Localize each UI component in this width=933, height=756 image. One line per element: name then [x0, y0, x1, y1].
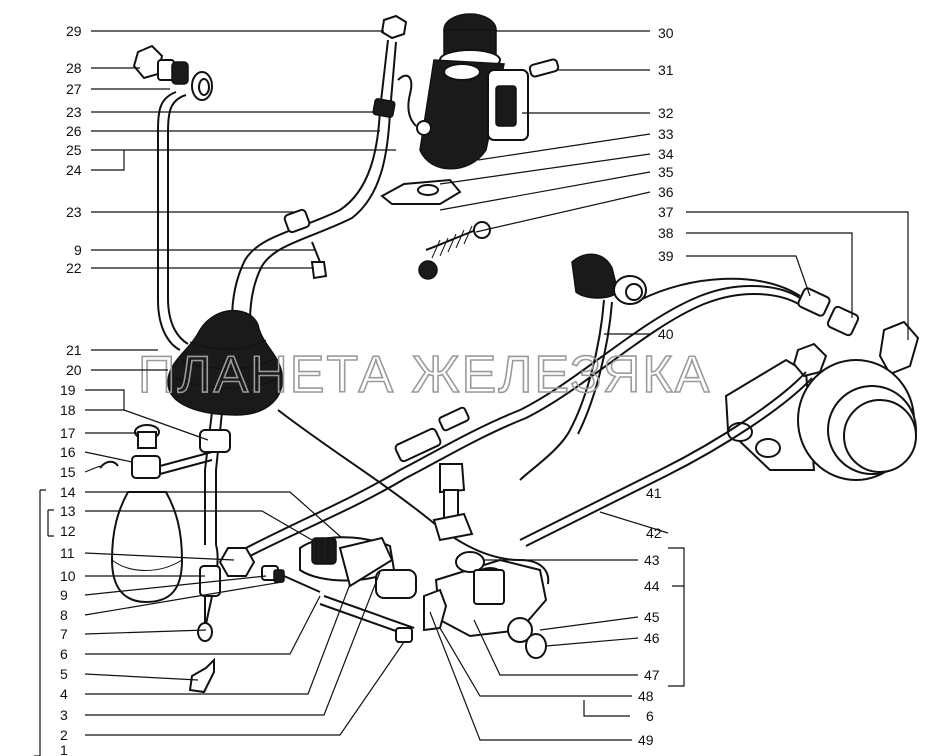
callout-11: 11 — [60, 545, 75, 561]
callout-3: 3 — [60, 707, 68, 723]
callout-26: 26 — [66, 123, 82, 139]
rubber-cap — [571, 253, 647, 305]
callout-24: 24 — [66, 162, 82, 178]
watermark-text: ПЛАНЕТА ЖЕЛЕЗЯКА — [138, 346, 711, 404]
callout-23-mid: 23 — [66, 204, 82, 220]
callout-38: 38 — [658, 225, 674, 241]
callout-16: 16 — [60, 444, 76, 460]
callout-14: 14 — [60, 484, 76, 500]
callout-labels: 29 28 27 23 26 25 24 23 9 22 21 20 19 18… — [60, 23, 674, 756]
callout-28: 28 — [66, 60, 82, 76]
callout-1: 1 — [60, 742, 68, 756]
callout-42: 42 — [646, 525, 662, 541]
callout-2: 2 — [60, 727, 68, 743]
callout-27: 27 — [66, 81, 82, 97]
master-cylinder — [99, 424, 213, 604]
callout-35: 35 — [658, 164, 674, 180]
piston-assembly — [261, 536, 417, 643]
callout-37: 37 — [658, 204, 674, 220]
callout-49: 49 — [638, 732, 654, 748]
leader-lines — [34, 30, 909, 756]
callout-20: 20 — [66, 362, 82, 378]
callout-31: 31 — [658, 62, 674, 78]
callout-9-top: 9 — [74, 242, 82, 258]
callout-29: 29 — [66, 23, 82, 39]
callout-6: 6 — [60, 646, 68, 662]
callout-10: 10 — [60, 568, 76, 584]
callout-19: 19 — [60, 382, 76, 398]
callout-13: 13 — [60, 503, 76, 519]
assembly-drawing — [99, 13, 920, 694]
callout-48: 48 — [638, 688, 654, 704]
callout-41: 41 — [646, 485, 662, 501]
callout-33: 33 — [658, 126, 674, 142]
callout-4: 4 — [60, 686, 68, 702]
callout-12: 12 — [60, 523, 76, 539]
callout-36: 36 — [658, 184, 674, 200]
callout-47: 47 — [644, 667, 660, 683]
callout-43: 43 — [644, 552, 660, 568]
callout-9: 9 — [60, 587, 68, 603]
callout-25: 25 — [66, 142, 82, 158]
callout-45: 45 — [644, 609, 660, 625]
lever-boot — [167, 309, 284, 416]
callout-40: 40 — [658, 326, 674, 342]
nut-29 — [380, 14, 408, 40]
callout-17: 17 — [60, 425, 76, 441]
callout-32: 32 — [658, 105, 674, 121]
callout-34: 34 — [658, 146, 674, 162]
callout-8: 8 — [60, 607, 68, 623]
callout-39: 39 — [658, 248, 674, 264]
brake-chamber — [519, 342, 917, 547]
callout-44: 44 — [644, 578, 660, 594]
callout-7: 7 — [60, 626, 68, 642]
valve-body — [423, 463, 550, 659]
callout-15: 15 — [60, 464, 76, 480]
callout-5: 5 — [60, 666, 68, 682]
callout-21: 21 — [66, 342, 82, 358]
callout-30: 30 — [658, 25, 674, 41]
callout-18: 18 — [60, 402, 76, 418]
bracket-spring — [380, 178, 491, 280]
callout-46: 46 — [644, 630, 660, 646]
brake-valve — [416, 13, 560, 170]
callout-23-top: 23 — [66, 104, 82, 120]
callout-22: 22 — [66, 260, 82, 276]
callout-6-right: 6 — [646, 708, 654, 724]
union-fitting — [132, 44, 213, 101]
